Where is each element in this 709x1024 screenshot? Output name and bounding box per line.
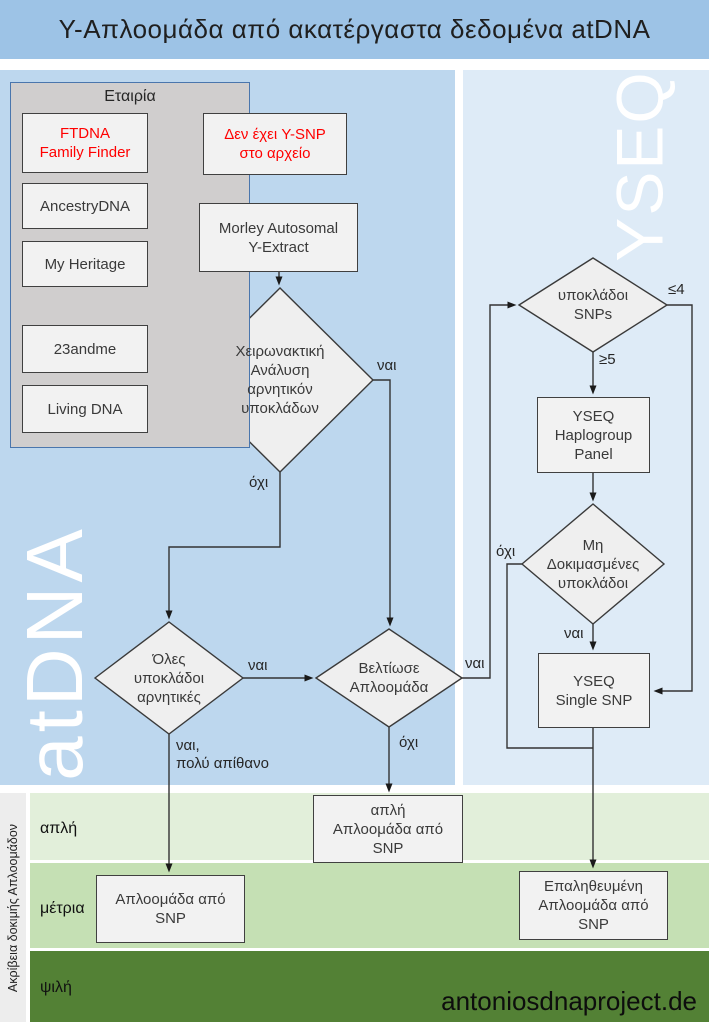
edge-label-snps-ge5: ≥5 bbox=[599, 351, 616, 368]
edge-label-allnegative-yes: ναι bbox=[248, 657, 268, 674]
website-label: antoniosdnaproject.de bbox=[441, 986, 697, 1016]
edge-label-improve-yes: ναι bbox=[465, 655, 485, 672]
edge-label-manual-yes: ναι bbox=[377, 357, 397, 374]
node-yseq-single-snp: YSEQ Single SNP bbox=[538, 653, 650, 728]
edge-label-manual-no: όχι bbox=[249, 474, 269, 491]
node-yseq-haplogroup-panel: YSEQ Haplogroup Panel bbox=[537, 397, 650, 473]
band-label-simple: απλή bbox=[40, 820, 78, 837]
edge-label-snps-le4: ≤4 bbox=[668, 281, 685, 298]
page-title: Υ-Απλοομάδα από ακατέργαστα δεδομένα atD… bbox=[58, 14, 651, 44]
accuracy-axis-label: Ακρίβεια δοκιμής Απλοομάδον bbox=[6, 823, 21, 992]
node-ftdna-family-finder: FTDNA Family Finder bbox=[22, 113, 148, 173]
band-high bbox=[30, 951, 709, 1022]
node-no-ysnp: Δεν έχει Y-SNP στο αρχείο bbox=[203, 113, 347, 175]
node-morley-extract: Morley Autosomal Y-Extract bbox=[199, 203, 358, 272]
band-label-high: ψιλή bbox=[40, 979, 72, 996]
node-result-verified: Επαληθευμένη Απλοομάδα από SNP bbox=[519, 871, 668, 940]
title-band: Υ-Απλοομάδα από ακατέργαστα δεδομένα atD… bbox=[0, 0, 709, 59]
edge-label-improve-no: όχι bbox=[399, 734, 419, 751]
node-23andme: 23andme bbox=[22, 325, 148, 373]
edge-label-allnegative-down: ναι, πολύ απίθανο bbox=[176, 737, 269, 772]
node-result-simple: απλή Απλοομάδα από SNP bbox=[313, 795, 463, 863]
node-livingdna: Living DNA bbox=[22, 385, 148, 433]
node-result-medium: Απλοομάδα από SNP bbox=[96, 875, 245, 943]
edge-label-untested-yes: ναι bbox=[564, 625, 584, 642]
node-myheritage: My Heritage bbox=[22, 241, 148, 287]
company-header: Εταιρία bbox=[104, 88, 156, 105]
edge-label-untested-no: όχι bbox=[496, 543, 516, 560]
node-ancestrydna: AncestryDNA bbox=[22, 183, 148, 229]
band-label-medium: μέτρια bbox=[40, 900, 85, 917]
accuracy-axis-strip: Ακρίβεια δοκιμής Απλοομάδον bbox=[0, 793, 26, 1022]
